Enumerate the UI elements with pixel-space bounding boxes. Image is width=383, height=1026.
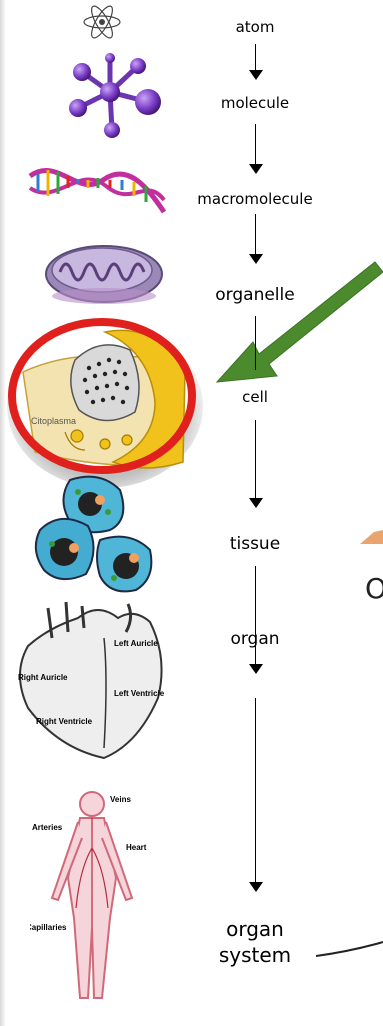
tissue-icon bbox=[30, 470, 160, 600]
circulatory-system-icon: Veins Arteries Heart Capillaries bbox=[30, 788, 170, 1024]
mitochondrion-icon bbox=[42, 232, 166, 310]
arrow-macromolecule-organelle bbox=[255, 214, 256, 256]
left-ventricle-label: Left Ventricle bbox=[114, 689, 165, 698]
connector-line bbox=[316, 924, 383, 964]
arrow-organelle-cell bbox=[255, 316, 256, 370]
heart-icon: Left Auricle Right Auricle Left Ventricl… bbox=[8, 598, 186, 766]
cytoplasm-label: Citoplasma bbox=[31, 416, 76, 426]
arrowhead-cell-tissue bbox=[249, 498, 263, 508]
veins-label: Veins bbox=[110, 795, 131, 804]
arrowhead-atom-molecule bbox=[249, 70, 263, 80]
dna-icon bbox=[28, 158, 168, 220]
heart-label: Heart bbox=[126, 843, 147, 852]
arrow-atom-molecule bbox=[255, 44, 256, 72]
pointer-arrow bbox=[205, 236, 383, 406]
arrowhead-macromolecule-organelle bbox=[249, 254, 263, 264]
arrow-organ-organ-system bbox=[255, 698, 256, 884]
arrowhead-organ-organ-system bbox=[249, 882, 263, 892]
level-label-organelle: organelle bbox=[190, 286, 320, 304]
arteries-label: Arteries bbox=[32, 823, 63, 832]
arrowhead-molecule-macromolecule bbox=[249, 164, 263, 174]
cell-icon: Citoplasma bbox=[5, 312, 205, 488]
level-label-molecule: molecule bbox=[190, 94, 320, 112]
cropped-text-fragment: O bbox=[365, 572, 383, 605]
molecule-icon bbox=[60, 52, 170, 142]
left-auricle-label: Left Auricle bbox=[114, 639, 158, 648]
level-label-macromolecule: macromolecule bbox=[190, 190, 320, 208]
atom-icon bbox=[80, 2, 124, 42]
arrow-tissue-organ bbox=[255, 566, 256, 666]
level-label-atom: atom bbox=[190, 18, 320, 36]
level-label-tissue: tissue bbox=[190, 535, 320, 553]
arrowhead-tissue-organ bbox=[249, 664, 263, 674]
cropped-shape-fragment bbox=[360, 526, 383, 544]
right-auricle-label: Right Auricle bbox=[18, 673, 68, 682]
right-ventricle-label: Right Ventricle bbox=[36, 717, 93, 726]
left-edge-shade bbox=[0, 0, 6, 1026]
capillaries-label: Capillaries bbox=[30, 923, 67, 932]
arrow-cell-tissue bbox=[255, 420, 256, 500]
level-label-cell: cell bbox=[190, 388, 320, 406]
arrow-molecule-macromolecule bbox=[255, 124, 256, 166]
